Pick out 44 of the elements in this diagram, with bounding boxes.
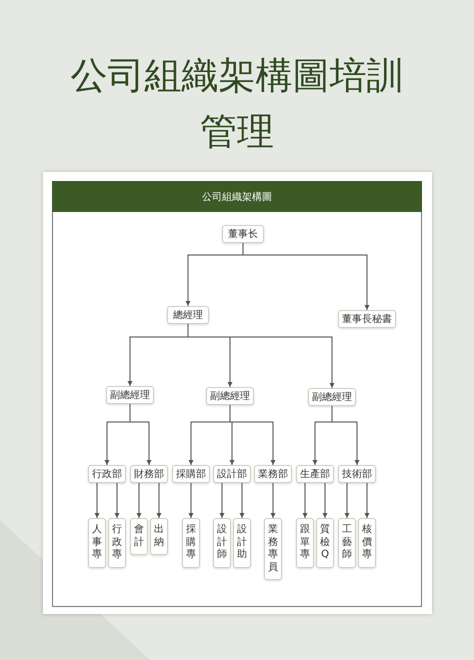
position-box: 核價專 [358,518,376,568]
department-box: 技術部 [338,465,376,483]
department-box: 生產部 [296,465,334,483]
connector-arrow [242,242,370,310]
department-box: 副總經理 [206,387,254,405]
department-box: 董事長秘書 [338,310,396,328]
connector-arrow [344,482,350,518]
connector-arrow [230,404,276,466]
department-box: 副總經理 [106,386,154,404]
department-box: 行政部 [88,465,126,483]
position-box: 設計師 [213,518,231,568]
department-box: 總經理 [167,306,209,324]
position-box: 質檢Q [316,518,334,568]
department-box: 採購部 [172,465,210,483]
position-box: 行政專 [108,518,126,568]
connector-arrow [240,482,244,518]
position-box: 採購專 [182,518,200,568]
connector-arrow [302,482,308,518]
connector-arrow [364,482,370,518]
position-box: 人事專 [88,518,106,568]
position-box: 工藝師 [338,518,356,568]
connector-arrow [94,482,100,518]
department-box: 副總經理 [308,388,356,406]
connector-arrow [188,324,334,388]
page-title: 公司組織架構圖培訓管理 [70,53,404,155]
connector-arrow [188,482,194,518]
connector-arrow [322,482,328,518]
connector-arrow [136,482,142,518]
position-box: 出納 [150,518,168,555]
connector-arrow [220,482,224,518]
connector-arrow [332,406,360,466]
connector-arrow [130,404,152,466]
connector-arrow [114,482,120,518]
connector-arrow [270,482,276,518]
department-box: 業務部 [254,465,292,483]
position-box: 業務專員 [264,518,282,580]
department-box: 董事长 [222,225,264,243]
position-box: 會計 [130,518,148,555]
position-box: 跟單專 [296,518,314,568]
department-box: 財務部 [130,465,168,483]
position-box: 設計助 [233,518,251,568]
header-title: 公司組織架構圖 [202,190,272,204]
department-box: 設計部 [213,465,251,483]
connector-arrow [156,482,162,518]
